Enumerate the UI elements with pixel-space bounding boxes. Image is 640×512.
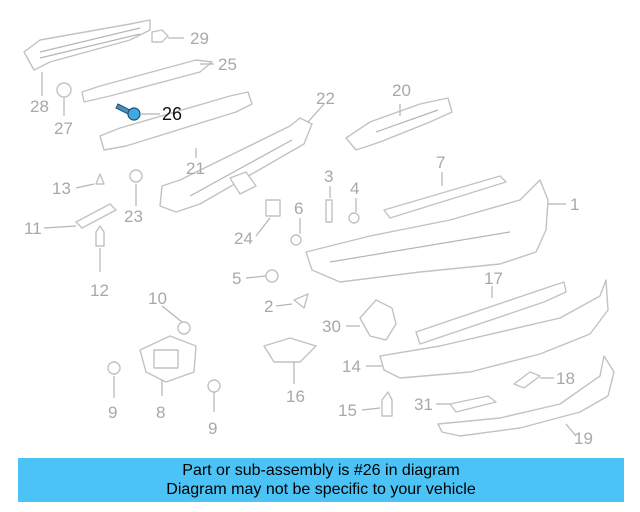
part-housing-8 xyxy=(139,335,197,383)
label-4: 4 xyxy=(350,179,359,198)
label-5: 5 xyxy=(232,269,241,288)
part-clip-29 xyxy=(151,29,169,43)
label-23: 23 xyxy=(124,207,143,226)
label-28: 28 xyxy=(30,97,49,116)
label-6: 6 xyxy=(294,199,303,218)
caption-line-1: Part or sub-assembly is #26 in diagram xyxy=(182,462,460,479)
part-cover-1 xyxy=(305,179,549,283)
label-29: 29 xyxy=(190,29,209,48)
part-upper-panel xyxy=(23,19,151,71)
label-22: 22 xyxy=(316,89,335,108)
label-11: 11 xyxy=(24,219,42,238)
label-18: 18 xyxy=(556,369,575,388)
label-27: 27 xyxy=(54,119,73,138)
part-clip-27 xyxy=(56,82,72,98)
part-bolt-26 xyxy=(115,103,141,121)
label-21: 21 xyxy=(186,159,205,178)
part-beam-22 xyxy=(159,117,313,213)
label-9b: 9 xyxy=(208,419,217,438)
label-12: 12 xyxy=(90,281,109,300)
label-25: 25 xyxy=(218,55,237,74)
label-16: 16 xyxy=(286,387,305,406)
label-30: 30 xyxy=(322,317,341,336)
caption-banner: Part or sub-assembly is #26 in diagram D… xyxy=(18,458,624,502)
label-9a: 9 xyxy=(108,403,117,422)
part-trim-17 xyxy=(415,281,567,345)
label-8: 8 xyxy=(156,403,165,422)
label-7: 7 xyxy=(436,153,445,172)
label-17: 17 xyxy=(484,269,503,288)
label-13: 13 xyxy=(52,179,71,198)
label-14: 14 xyxy=(342,357,361,376)
part-labels: 29 25 28 27 26 20 22 21 13 23 7 3 4 1 11… xyxy=(24,29,593,448)
label-26: 26 xyxy=(162,104,182,124)
part-bracket-16 xyxy=(263,337,317,363)
part-skid-19 xyxy=(437,355,615,437)
part-bracket-20 xyxy=(345,97,453,151)
label-24: 24 xyxy=(234,229,253,248)
label-3: 3 xyxy=(324,167,333,186)
part-absorber-25 xyxy=(81,59,213,103)
label-15: 15 xyxy=(338,401,357,420)
part-cover-18 xyxy=(513,371,541,389)
part-bar-21 xyxy=(99,91,253,151)
label-31: 31 xyxy=(414,395,433,414)
caption-line-2: Diagram may not be specific to your vehi… xyxy=(166,481,476,498)
part-reflector-31 xyxy=(449,395,497,413)
part-strip-7 xyxy=(383,175,507,219)
label-1: 1 xyxy=(570,195,579,214)
part-bracket-30 xyxy=(359,299,397,341)
label-10: 10 xyxy=(148,289,167,308)
label-2: 2 xyxy=(264,297,273,316)
label-20: 20 xyxy=(392,81,411,100)
leader-lines xyxy=(41,37,577,437)
part-fasteners xyxy=(75,169,393,417)
label-19: 19 xyxy=(574,429,593,448)
part-lower-14 xyxy=(379,279,609,379)
